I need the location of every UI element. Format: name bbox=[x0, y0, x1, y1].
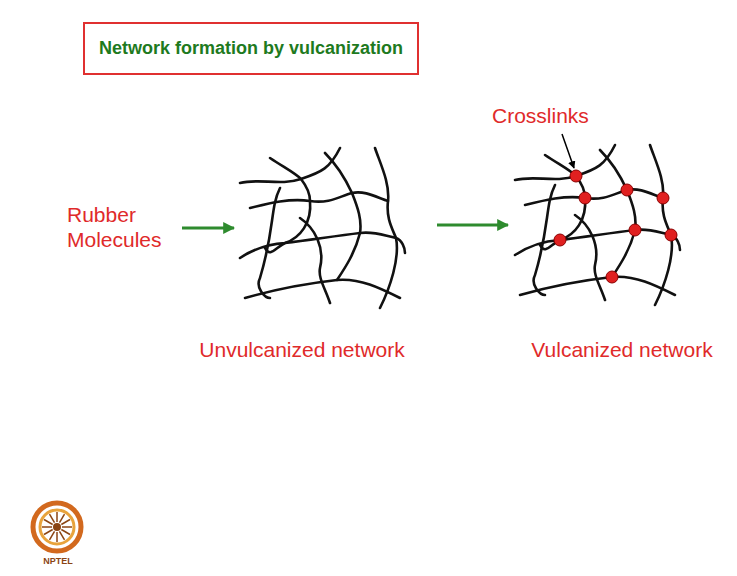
title-text: Network formation by vulcanization bbox=[99, 38, 403, 59]
pointer-arrow bbox=[182, 227, 234, 230]
network-node: Vulcanized network bbox=[512, 140, 732, 362]
process-arrow bbox=[437, 224, 508, 227]
vulcanized-network-drawing bbox=[515, 145, 680, 305]
callout-label: Crosslinks bbox=[492, 103, 632, 128]
network-node: Unvulcanized network bbox=[177, 140, 427, 362]
leader-arrow bbox=[562, 134, 574, 168]
nptel-logo bbox=[33, 503, 81, 551]
network-caption: Unvulcanized network bbox=[199, 338, 404, 362]
title-box: Network formation by vulcanization bbox=[83, 22, 419, 75]
network-caption: Vulcanized network bbox=[531, 338, 712, 362]
pointer-label: Rubber Molecules bbox=[67, 202, 192, 252]
logo-text: NPTEL bbox=[33, 556, 83, 567]
unvulcanized-network-drawing bbox=[240, 148, 405, 308]
